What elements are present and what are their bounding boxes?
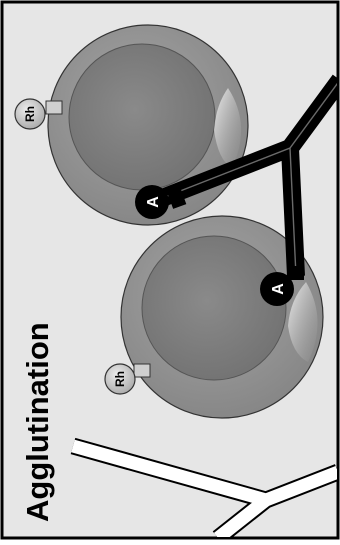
antibody-y-icon-free xyxy=(70,437,337,537)
antibody-y-icon-bound xyxy=(148,74,337,280)
red-blood-cell-icon-bottom xyxy=(120,215,324,419)
antibody-label-bottom: A xyxy=(270,283,287,295)
rh-antigen-icon-bottom: Rh xyxy=(104,363,151,395)
antibody-badge-bottom: A xyxy=(260,272,294,306)
page-title: Agglutination xyxy=(20,322,55,522)
antibody-badge-top: A xyxy=(135,185,169,219)
rh-antigen-icon-top: Rh xyxy=(14,98,63,130)
antigen-label-bottom: Rh xyxy=(113,371,127,387)
antibody-label-top: A xyxy=(145,196,162,208)
antigen-label-top: Rh xyxy=(23,106,37,122)
